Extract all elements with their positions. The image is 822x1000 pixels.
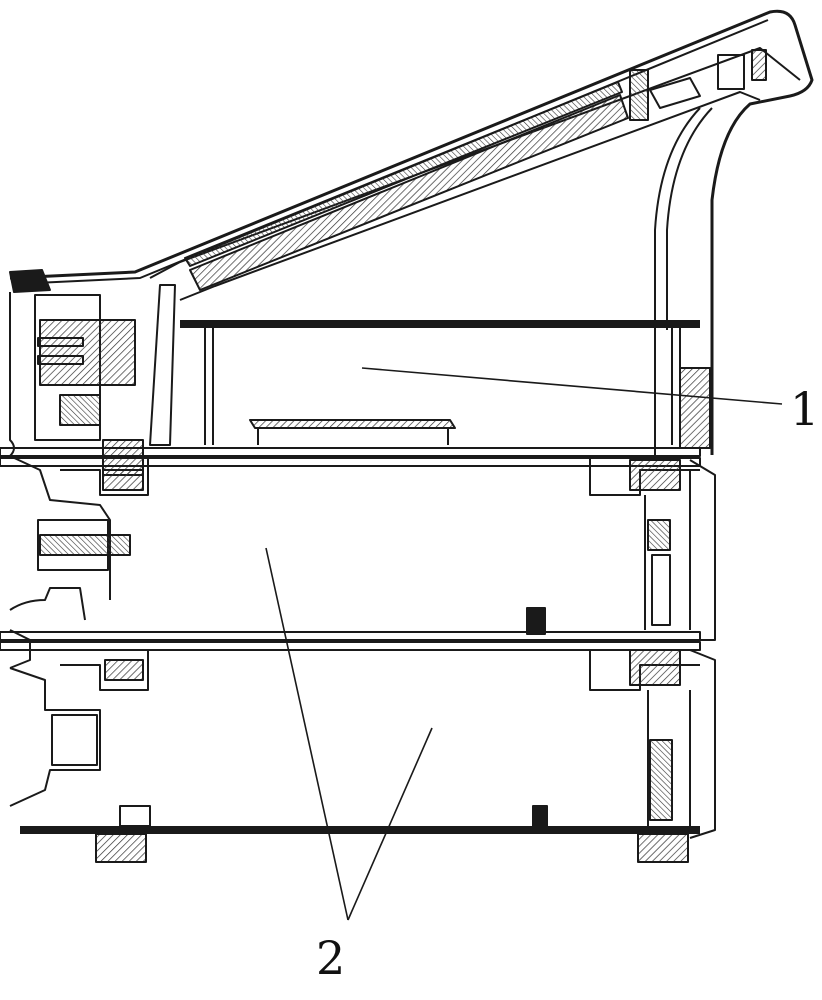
left-mechanism xyxy=(10,292,143,806)
leader-line-2a xyxy=(266,548,348,920)
upper-chamber xyxy=(150,285,710,448)
part-label-1: 1 xyxy=(790,386,819,432)
lower-base xyxy=(20,650,715,862)
leader-line-1 xyxy=(362,368,782,404)
leader-line-2b xyxy=(348,728,432,920)
part-label-2: 2 xyxy=(316,935,345,981)
